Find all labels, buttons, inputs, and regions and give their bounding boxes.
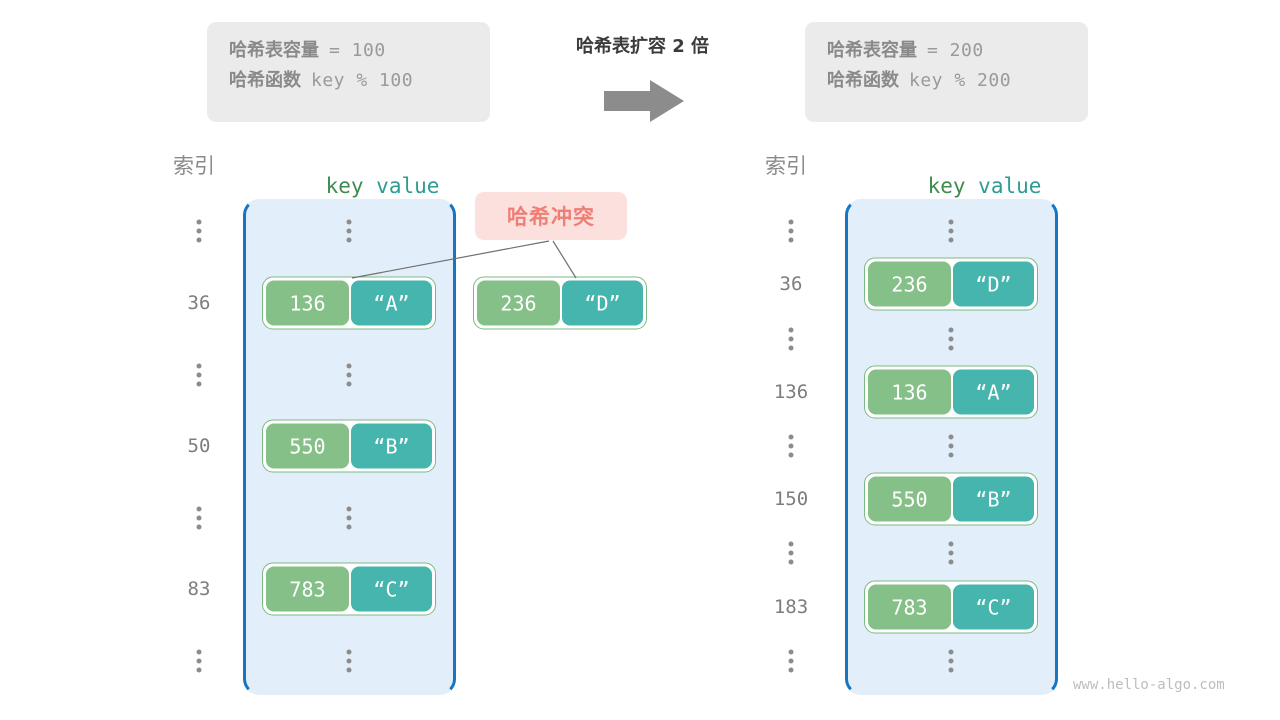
- right-function-label: 哈希函数: [827, 70, 899, 91]
- right-cell-dots-1: [948, 327, 954, 351]
- right-entry-36[interactable]: 236 “D”: [864, 257, 1038, 311]
- left-index-dots-1: [196, 363, 202, 387]
- left-cell-dots-3: [346, 649, 352, 673]
- diagram-title: 哈希表扩容 2 倍: [575, 36, 710, 57]
- left-row-index-36: 36: [187, 292, 211, 314]
- collision-entry[interactable]: 236 “D”: [473, 276, 647, 330]
- right-cell-dots-2: [948, 434, 954, 458]
- right-entry-150-value: “B”: [952, 476, 1034, 522]
- right-index-dots-4: [788, 649, 794, 673]
- right-entry-150[interactable]: 550 “B”: [864, 472, 1038, 526]
- resize-arrow-icon: [604, 80, 684, 126]
- collision-entry-value: “D”: [561, 280, 643, 326]
- right-index-dots-0: [788, 219, 794, 243]
- left-capacity-line: 哈希表容量 = 100: [229, 36, 468, 66]
- right-entry-36-key: 236: [868, 261, 951, 307]
- right-row-index-36: 36: [779, 273, 803, 295]
- right-kv-header: key value: [877, 150, 1042, 222]
- left-function-line: 哈希函数 key % 100: [229, 66, 468, 96]
- collision-badge: 哈希冲突: [475, 192, 627, 240]
- right-capacity-line: 哈希表容量 = 200: [827, 36, 1066, 66]
- left-index-dots-2: [196, 506, 202, 530]
- left-key-header: key: [325, 174, 364, 198]
- left-capacity-value: = 100: [329, 40, 386, 61]
- watermark: www.hello-algo.com: [1073, 677, 1225, 693]
- right-value-header: value: [978, 174, 1042, 198]
- right-entry-136[interactable]: 136 “A”: [864, 365, 1038, 419]
- left-info-box: 哈希表容量 = 100 哈希函数 key % 100: [207, 22, 490, 122]
- right-entry-150-key: 550: [868, 476, 951, 522]
- right-capacity-value: = 200: [927, 40, 984, 61]
- left-cell-dots-2: [346, 506, 352, 530]
- left-cell-dots-0: [346, 219, 352, 243]
- right-entry-36-value: “D”: [952, 261, 1034, 307]
- left-value-header: value: [376, 174, 440, 198]
- right-row-index-183: 183: [773, 596, 809, 618]
- left-index-header: 索引: [173, 154, 215, 178]
- right-index-dots-3: [788, 541, 794, 565]
- right-entry-183-key: 783: [868, 584, 951, 630]
- right-cell-dots-4: [948, 649, 954, 673]
- right-index-dots-2: [788, 434, 794, 458]
- left-entry-50-key: 550: [266, 423, 349, 469]
- left-entry-36-value: “A”: [350, 280, 432, 326]
- right-row-index-150: 150: [773, 488, 809, 510]
- right-cell-dots-0: [948, 219, 954, 243]
- left-entry-50[interactable]: 550 “B”: [262, 419, 436, 473]
- left-entry-83-value: “C”: [350, 566, 432, 612]
- right-entry-136-value: “A”: [952, 369, 1034, 415]
- left-capacity-label: 哈希表容量: [229, 40, 319, 61]
- right-index-dots-1: [788, 327, 794, 351]
- right-entry-183[interactable]: 783 “C”: [864, 580, 1038, 634]
- right-capacity-label: 哈希表容量: [827, 40, 917, 61]
- left-entry-50-value: “B”: [350, 423, 432, 469]
- left-entry-83[interactable]: 783 “C”: [262, 562, 436, 616]
- left-index-dots-3: [196, 649, 202, 673]
- right-entry-183-value: “C”: [952, 584, 1034, 630]
- left-function-value: key % 100: [311, 70, 414, 91]
- left-row-index-50: 50: [187, 435, 211, 457]
- collision-entry-key: 236: [477, 280, 560, 326]
- right-cell-dots-3: [948, 541, 954, 565]
- right-index-header: 索引: [765, 154, 807, 178]
- left-entry-36[interactable]: 136 “A”: [262, 276, 436, 330]
- left-cell-dots-1: [346, 363, 352, 387]
- left-row-index-83: 83: [187, 578, 211, 600]
- right-entry-136-key: 136: [868, 369, 951, 415]
- right-row-index-136: 136: [773, 381, 809, 403]
- left-kv-header: key value: [275, 150, 440, 222]
- right-function-line: 哈希函数 key % 200: [827, 66, 1066, 96]
- left-entry-83-key: 783: [266, 566, 349, 612]
- right-info-box: 哈希表容量 = 200 哈希函数 key % 200: [805, 22, 1088, 122]
- left-index-dots-0: [196, 219, 202, 243]
- left-entry-36-key: 136: [266, 280, 349, 326]
- left-function-label: 哈希函数: [229, 70, 301, 91]
- right-key-header: key: [927, 174, 966, 198]
- right-function-value: key % 200: [909, 70, 1012, 91]
